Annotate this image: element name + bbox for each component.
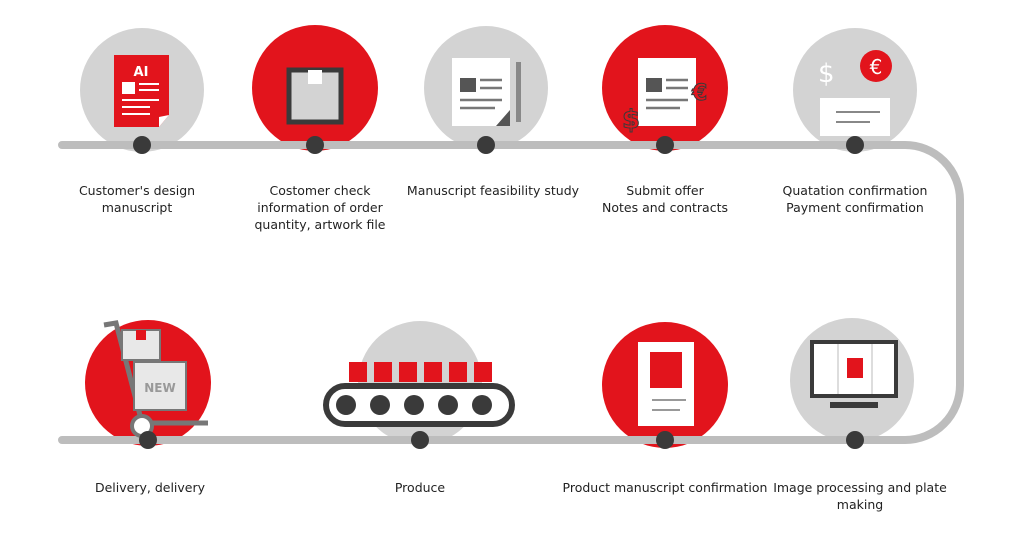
svg-text:NEW: NEW: [144, 381, 175, 395]
step-label-3: Manuscript feasibility study: [406, 183, 580, 198]
monitor-icon: [810, 340, 898, 408]
step-label-2: Costomer check information of order quan…: [254, 183, 386, 232]
step-label-4: Submit offer Notes and contracts: [602, 183, 728, 215]
step-label-8: Produce: [394, 480, 446, 495]
product-sheet-icon: [638, 342, 694, 426]
step-label-9: Delivery, delivery: [94, 480, 206, 495]
svg-text:AI: AI: [134, 65, 149, 80]
svg-text:€: €: [870, 55, 883, 79]
box-icon: [286, 67, 344, 125]
ai-file-icon: AI: [114, 55, 169, 127]
document-pencil-icon: [452, 58, 521, 126]
step-label-6: Image processing and plate making: [773, 480, 947, 512]
step-label-7: Product manuscript confirmation: [562, 480, 768, 495]
payment-check-icon: $ €: [818, 50, 892, 136]
hand-truck-icon: NEW: [103, 320, 208, 438]
offer-document-icon: $ €: [622, 58, 708, 136]
conveyor-icon: [323, 362, 515, 427]
svg-text:€: €: [691, 81, 707, 106]
step-label-5: Quatation confirmation Payment confirmat…: [782, 183, 928, 215]
step-label-1: Customer's design manuscript: [78, 183, 196, 215]
step-markers: [133, 136, 864, 449]
svg-text:$: $: [818, 59, 835, 89]
svg-text:$: $: [622, 105, 640, 135]
process-track: [58, 141, 964, 444]
